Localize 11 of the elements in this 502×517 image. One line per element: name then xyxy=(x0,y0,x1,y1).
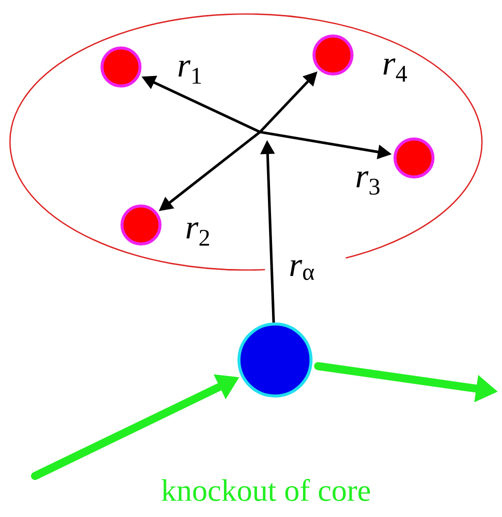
edge-label: r$_{3}$ xyxy=(356,171,380,195)
particle-dot xyxy=(394,138,434,178)
edge-label: r$_{1}$ xyxy=(178,60,201,84)
edge-label: r$_{2}$ xyxy=(186,222,210,246)
core-ball xyxy=(238,322,312,398)
edge-label: r$_{α}$ xyxy=(290,260,314,280)
particle-dot xyxy=(312,34,354,76)
particle-dot xyxy=(100,46,142,88)
caption: knockout of core xyxy=(162,478,370,502)
particle-dot xyxy=(120,204,162,246)
edge-label: r$_{4}$ xyxy=(384,58,407,82)
